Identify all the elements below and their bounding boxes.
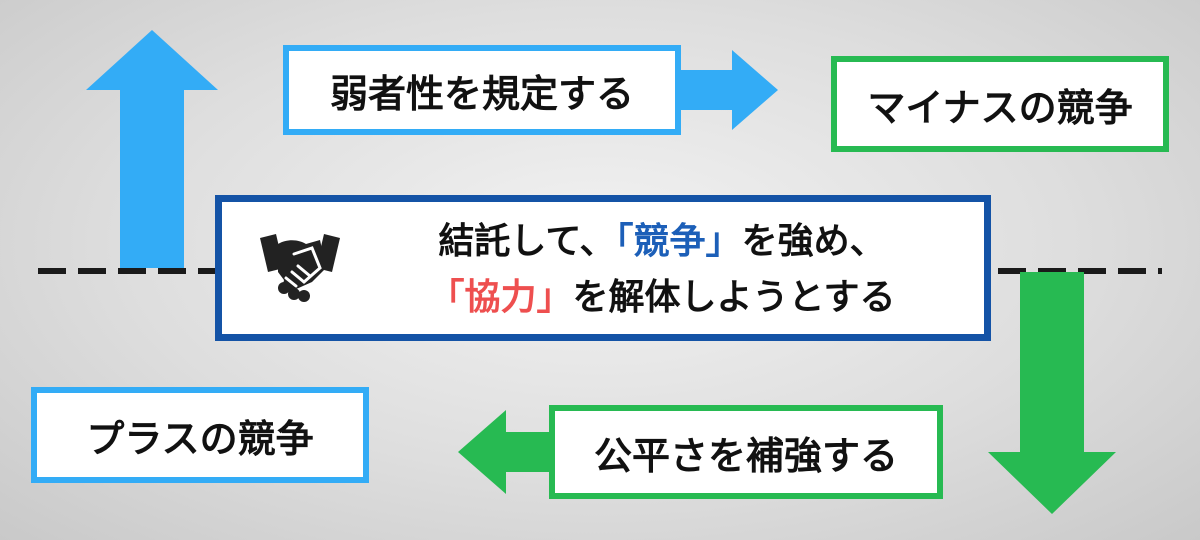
center-line-2-a: 「協力」 [428,277,573,318]
center-line-1-b: 「競争」 [615,221,742,262]
center-statement: 結託して、「競争」を強め、 「協力」を解体しようとする [352,214,972,326]
plus-competition-label: プラスの競争 [86,416,314,461]
handshake-icon [260,234,340,302]
center-statement-box: 結託して、「競争」を強め、 「協力」を解体しようとする [215,195,991,341]
right-arrow [681,50,778,130]
left-arrow [458,410,549,494]
fairness-label: 公平さを補強する [593,433,898,478]
plus-competition-box: プラスの競争 [31,387,369,483]
weak-label-box: 弱者性を規定する [283,45,681,135]
down-arrow [988,272,1116,514]
center-line-1-c: を強め、 [741,221,886,262]
up-arrow [86,30,218,268]
center-line-2: 「協力」を解体しようとする [352,270,972,326]
weak-label: 弱者性を規定する [329,71,634,116]
center-line-1-a: 結託して、 [438,221,616,262]
fairness-box: 公平さを補強する [549,405,943,499]
center-line-1: 結託して、「競争」を強め、 [352,214,972,270]
minus-competition-box: マイナスの競争 [831,56,1169,152]
center-line-2-b: を解体しようとする [572,277,896,318]
minus-competition-label: マイナスの競争 [867,85,1133,130]
